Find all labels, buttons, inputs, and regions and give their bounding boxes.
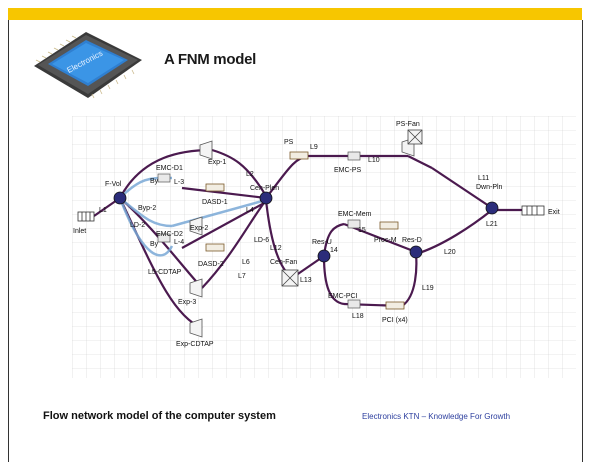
label-pci: PCI (x4) [382, 317, 408, 324]
flow-network-diagram: Inlet L1 F-Vol EMC-D1 By L-3 Byp-2 LD-2 … [72, 116, 576, 378]
left-border-line [8, 20, 9, 462]
label-by-2: By [150, 241, 159, 248]
label-l5-cdtap: L5-CDTAP [148, 269, 182, 276]
label-res-d: Res-D [402, 237, 422, 244]
label-l13: L13 [300, 277, 312, 284]
emc-pci-filter [347, 299, 361, 309]
dasd1-resistance [205, 183, 225, 192]
link-exp2 [171, 198, 267, 228]
top-accent-bar [8, 8, 582, 20]
grid-background [72, 116, 576, 378]
label-exp3: Exp-3 [178, 299, 196, 306]
label-ld6: LD-6 [254, 237, 269, 244]
label-l12: L12 [270, 245, 282, 252]
label-l15: 15 [358, 227, 366, 234]
label-emc-ps: EMC-PS [334, 167, 362, 174]
link-l20 [415, 209, 493, 256]
label-l7: L7 [238, 273, 246, 280]
label-l21: L21 [486, 221, 498, 228]
label-l3: L-3 [174, 179, 184, 186]
label-exp-cdtap: Exp-CDTAP [176, 341, 214, 348]
label-res-u: Res-U [312, 239, 332, 246]
inlet-component [77, 211, 95, 222]
label-l11: L11 [478, 175, 489, 182]
link-emc-d2 [118, 197, 174, 257]
link-res-u-emc-pci [322, 255, 345, 306]
label-emc-mem: EMC-Mem [338, 211, 372, 218]
link-byp2 [119, 197, 173, 228]
label-ps: PS [284, 139, 294, 146]
label-emc-d1: EMC-D1 [156, 165, 183, 172]
label-ld2: LD-2 [130, 222, 145, 229]
emc-ps-filter [347, 151, 361, 161]
f-vol-node [113, 191, 127, 205]
pci-resistance [385, 301, 405, 310]
label-cen-plen: Cen-Plen [250, 185, 279, 192]
label-dasd2: DASD-2 [198, 261, 224, 268]
label-exp1: Exp-1 [208, 159, 226, 166]
exp3-component [189, 278, 203, 298]
label-l1: L1 [99, 207, 107, 214]
proc-mem-resistance [379, 221, 399, 230]
label-exit: Exit [548, 209, 560, 216]
emc-mem-filter [347, 219, 361, 229]
chip-logo: Electronics [34, 32, 142, 99]
label-l10: L10 [368, 157, 380, 164]
label-l20: L20 [444, 249, 456, 256]
label-ps-fan: PS-Fan [396, 121, 420, 128]
link-l7 [201, 199, 267, 289]
figure-caption: Flow network model of the computer syste… [43, 410, 276, 422]
label-f-vol: F-Vol [105, 181, 122, 188]
l9-resistance [289, 151, 309, 160]
label-byp2: Byp-2 [138, 205, 156, 212]
label-by-1: By [150, 178, 159, 185]
label-dwn-pln: Dwn-Pln [476, 184, 503, 191]
label-emc-pci: EMC-PCI [328, 293, 358, 300]
link-proc-mem [343, 222, 417, 254]
label-l4: L4 [246, 207, 254, 214]
dasd2-resistance [205, 243, 225, 252]
label-l9: L9 [310, 144, 318, 151]
exit-component [521, 205, 545, 216]
link-l6-dasd2 [181, 201, 267, 249]
label-l18: L18 [352, 313, 364, 320]
label-dasd1: DASD-1 [202, 199, 228, 206]
cen-plen-node [259, 191, 273, 205]
label-l2: L2 [246, 171, 254, 178]
label-emc-d2: EMC-D2 [156, 231, 183, 238]
link-l11 [431, 167, 493, 209]
label-cen-fan: Cen-Fan [270, 259, 297, 266]
emc-d1-filter [157, 173, 171, 183]
dwn-pln-node [485, 201, 499, 215]
label-l4b: L-4 [174, 239, 184, 246]
res-u-node [317, 249, 331, 263]
link-l2 [211, 148, 267, 197]
label-inlet: Inlet [73, 228, 86, 235]
link-l4-dasd1 [181, 186, 267, 200]
emc-d2-filter [157, 233, 171, 243]
label-exp2: Exp-2 [190, 225, 208, 232]
slide-title: A FNM model [164, 51, 256, 68]
label-l6: L6 [242, 259, 250, 266]
label-l19: L19 [422, 285, 434, 292]
label-l14: 14 [330, 247, 338, 254]
exp1-component [199, 140, 213, 160]
footer-credit: Electronics KTN – Knowledge For Growth [362, 412, 511, 421]
right-border-line [582, 20, 583, 462]
res-d-node [409, 245, 423, 259]
exp2-component [189, 216, 203, 236]
link-emc-ps-psfan [407, 155, 433, 169]
label-proc-m: Proc-M [374, 237, 397, 244]
exp-cdtap-component [189, 318, 203, 338]
